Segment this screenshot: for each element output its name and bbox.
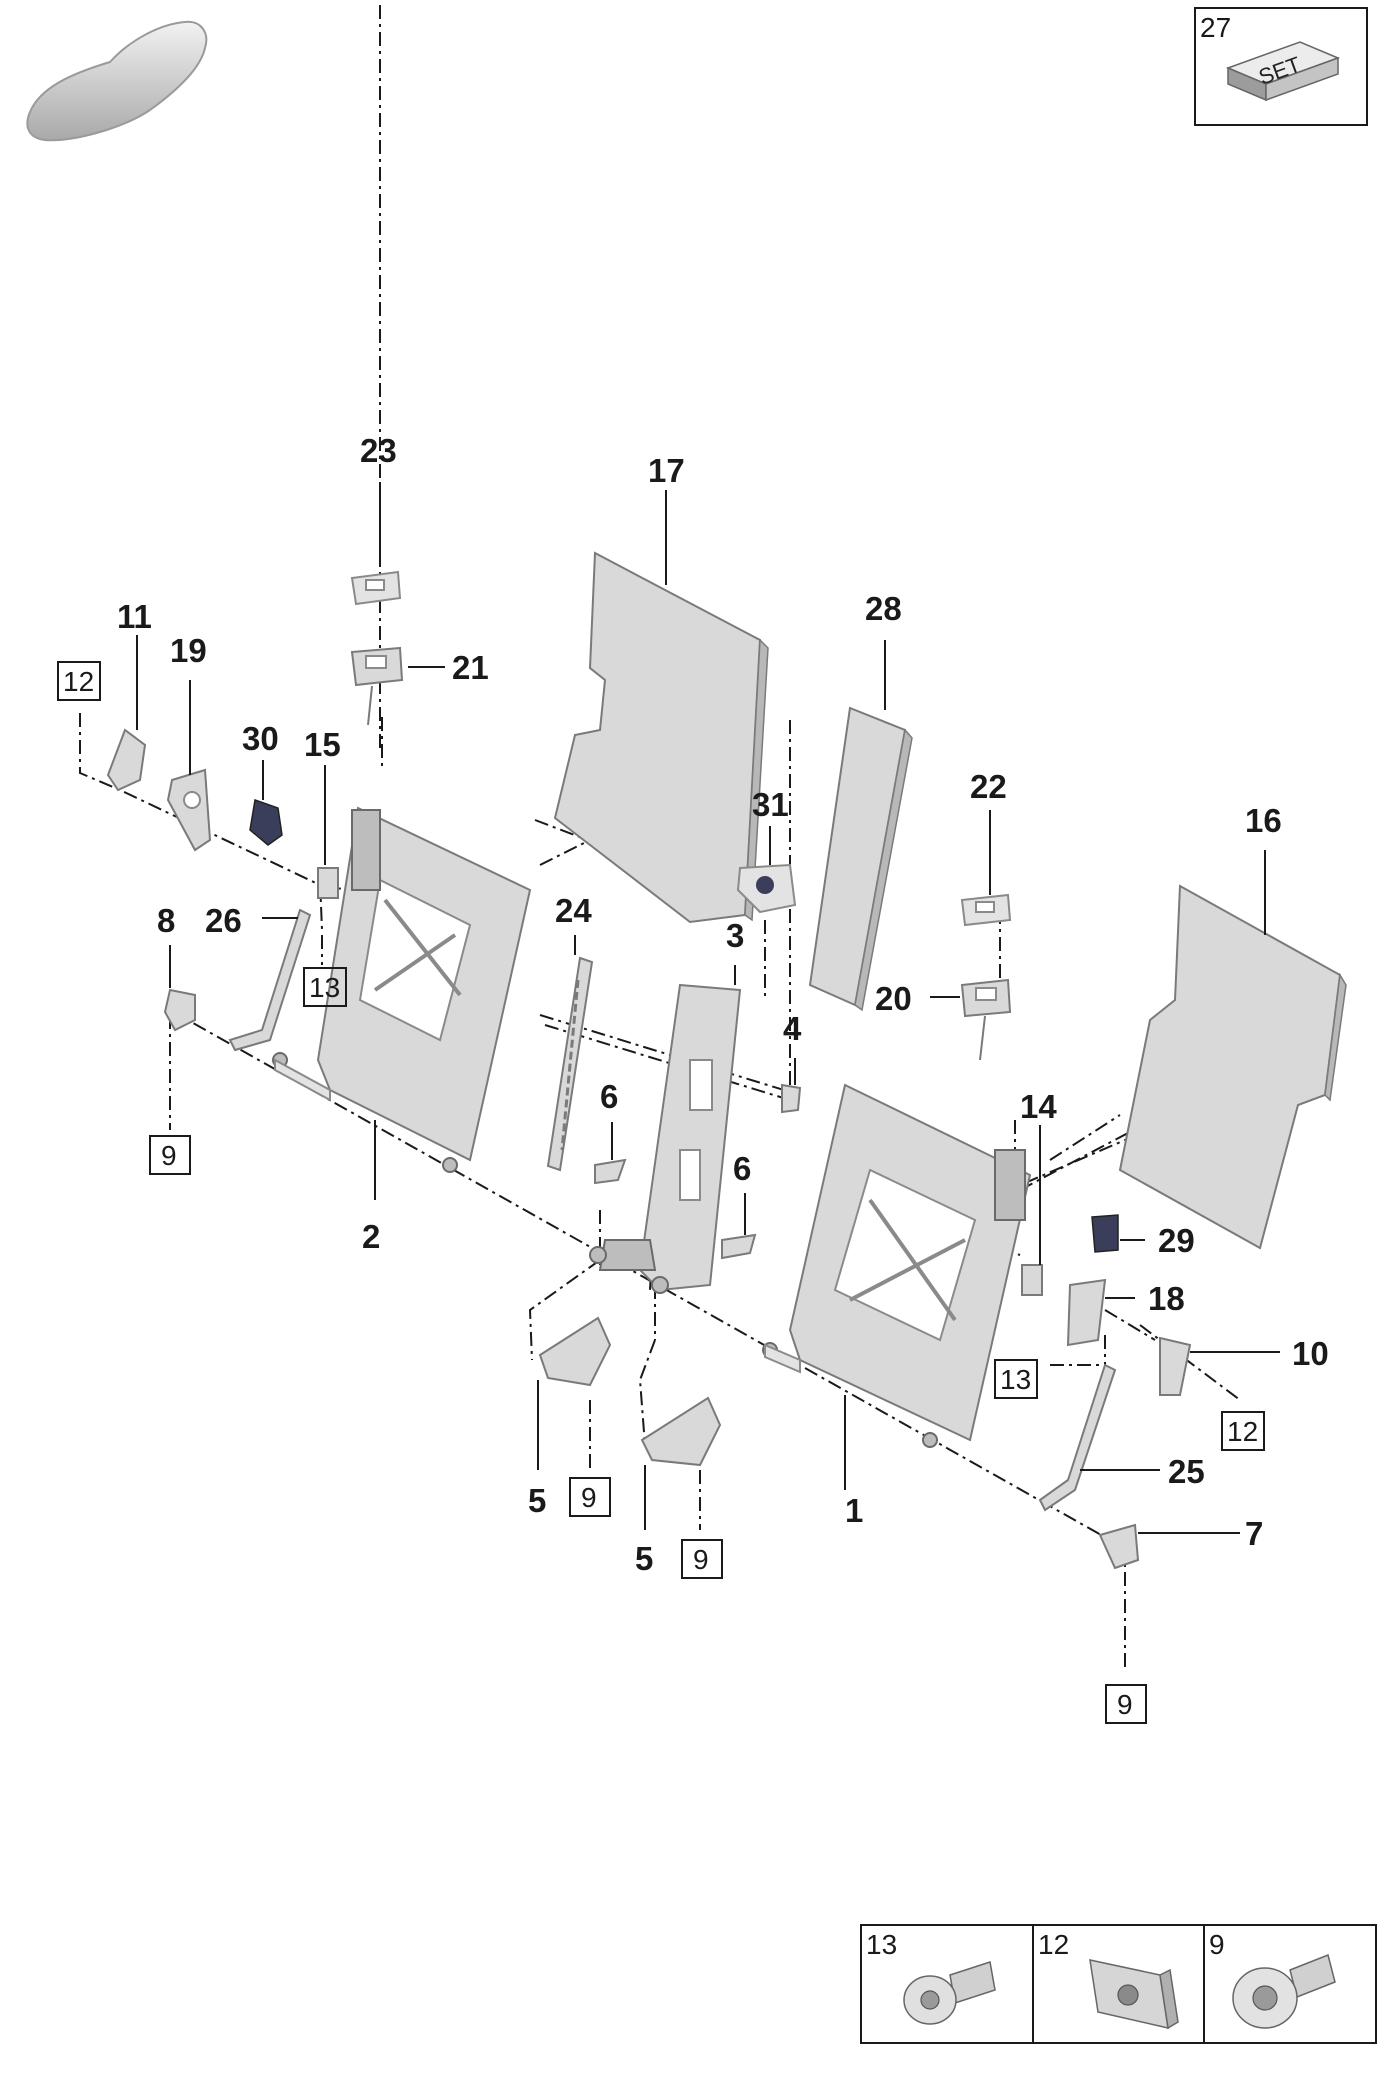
callout-31: 31	[752, 786, 789, 823]
part-11-bracket	[106, 728, 147, 792]
callout-14: 14	[1020, 1088, 1057, 1125]
callout-6a: 6	[600, 1078, 618, 1115]
callout-30: 30	[242, 720, 279, 757]
boxed-ref-13-left: 13	[309, 972, 340, 1003]
callout-20: 20	[875, 980, 912, 1017]
car-thumbnail-icon	[26, 20, 208, 142]
callout-1: 1	[845, 1492, 863, 1529]
callout-16: 16	[1245, 802, 1282, 839]
part-5-bracket-right	[640, 1396, 722, 1467]
callout-21: 21	[452, 649, 489, 686]
bolt-icon	[903, 1961, 996, 2025]
part-19-bracket	[166, 768, 212, 852]
callout-23: 23	[360, 432, 397, 469]
part-1-seatback-frame-right	[762, 1083, 1032, 1448]
boxed-ref-9-a: 9	[161, 1140, 177, 1171]
callout-6b: 6	[733, 1150, 751, 1187]
part-15-clip	[317, 867, 339, 899]
leader-lines	[136, 482, 1280, 1534]
part-14-clip	[1021, 1264, 1043, 1296]
part-3-center-frame	[589, 983, 742, 1294]
boxed-ref-13-right: 13	[1000, 1364, 1031, 1395]
boxed-ref-9-c: 9	[693, 1544, 709, 1575]
legend-13-label: 13	[866, 1929, 897, 1960]
part-31-latch	[736, 863, 797, 914]
part-4-clip	[781, 1083, 802, 1114]
set-kit-icon: SET	[1225, 41, 1341, 102]
callout-17: 17	[648, 452, 685, 489]
part-6-clip-lower	[721, 1233, 757, 1260]
callout-26: 26	[205, 902, 242, 939]
part-22-cover	[960, 893, 1012, 927]
part-5-bracket-left	[538, 1316, 612, 1387]
callout-25: 25	[1168, 1453, 1205, 1490]
flange-bolt-icon	[1232, 1953, 1336, 2029]
boxed-ref-12-left: 12	[63, 666, 94, 697]
callout-28: 28	[865, 590, 902, 627]
callout-10: 10	[1292, 1335, 1329, 1372]
part-23-cover	[350, 570, 402, 606]
callout-5b: 5	[635, 1540, 653, 1577]
part-21-headrest-guide	[350, 646, 404, 726]
legend-9-label: 9	[1209, 1929, 1225, 1960]
callout-19: 19	[170, 632, 207, 669]
part-8-bracket	[163, 988, 196, 1032]
part-28-middle-panel	[808, 706, 913, 1012]
clip-nut-icon	[1089, 1959, 1179, 2030]
callout-29: 29	[1158, 1222, 1195, 1259]
callout-2: 2	[362, 1218, 380, 1255]
part-2-seatback-frame-left	[272, 806, 532, 1173]
part-20-headrest-guide	[960, 978, 1012, 1061]
callout-8: 8	[157, 902, 175, 939]
callout-24: 24	[555, 892, 592, 929]
part-16-backrest-panel	[1118, 884, 1347, 1250]
part-24-rail	[546, 956, 594, 1172]
legend-12-label: 12	[1038, 1929, 1069, 1960]
part-17-backrest-panel	[553, 551, 769, 924]
boxed-ref-9-b: 9	[581, 1482, 597, 1513]
boxed-ref-9-d: 9	[1117, 1689, 1133, 1720]
fastener-legend: 13 12 9	[860, 1924, 1377, 2044]
part-25-hinge-bracket	[1038, 1363, 1117, 1512]
callout-22: 22	[970, 768, 1007, 805]
part-6-clip-upper	[594, 1158, 627, 1185]
callout-7: 7	[1245, 1515, 1263, 1552]
part-10-bracket	[1159, 1336, 1192, 1396]
callout-18: 18	[1148, 1280, 1185, 1317]
boxed-refs: 12 12 13 13 9 9 9 9 9	[57, 661, 1265, 1724]
callout-5a: 5	[528, 1482, 546, 1519]
part-18-bracket	[1066, 1278, 1107, 1347]
part-callouts: 1 2 3 4 5 5 6 6 7 8 10 11 14 15 16 17 18…	[117, 432, 1329, 1577]
part-29-latch	[1091, 1214, 1119, 1253]
callout-15: 15	[304, 726, 341, 763]
boxed-ref-12-right: 12	[1227, 1416, 1258, 1447]
callout-3: 3	[726, 917, 744, 954]
part-26-hinge-bracket	[228, 908, 312, 1052]
part-30-latch	[249, 798, 283, 846]
set-box-number: 27	[1200, 12, 1231, 43]
part-7-bracket	[1098, 1523, 1140, 1570]
callout-4: 4	[783, 1010, 802, 1047]
set-kit-box: 27 SET	[1194, 7, 1368, 126]
callout-11: 11	[117, 598, 152, 635]
